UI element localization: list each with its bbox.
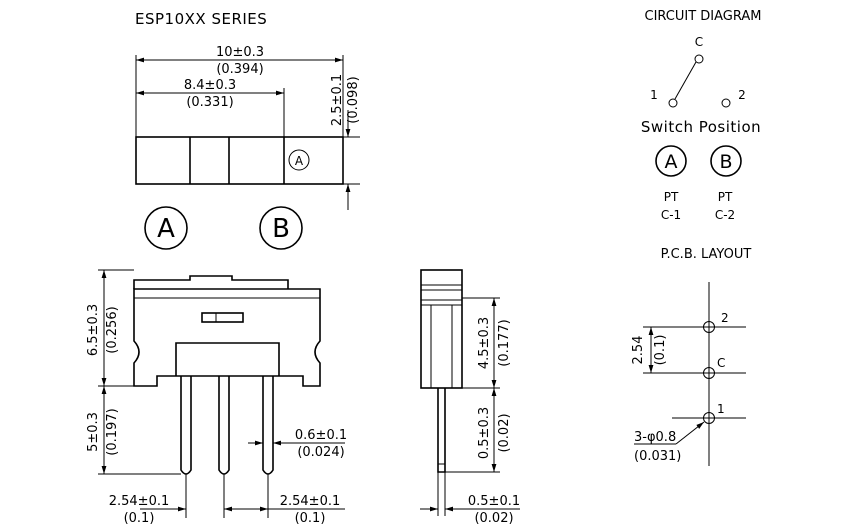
pos-a-label: A bbox=[665, 151, 678, 173]
hole-dim: 3-φ0.8 bbox=[634, 430, 676, 445]
front-height-in: (0.256) bbox=[105, 306, 120, 353]
pin-width-in: (0.024) bbox=[297, 445, 344, 460]
body-height-dim: 4.5±0.3 bbox=[477, 317, 492, 369]
side-labels: A B bbox=[144, 206, 303, 250]
front-height-dim: 6.5±0.3 bbox=[86, 304, 101, 356]
pitch-left-in: (0.1) bbox=[124, 511, 155, 526]
body-height-in: (0.177) bbox=[497, 319, 512, 366]
terminal-2 bbox=[721, 98, 731, 108]
side-b-circle bbox=[259, 206, 303, 250]
pcb-title: P.C.B. LAYOUT bbox=[661, 247, 752, 262]
pin-thick-dim: 0.5±0.1 bbox=[468, 494, 520, 509]
pin-thick-in: (0.02) bbox=[474, 511, 513, 526]
hole-c bbox=[703, 367, 715, 379]
pos-a-pt: PT bbox=[664, 190, 679, 204]
marker-a-label: A bbox=[295, 154, 304, 168]
pin1-label: 1 bbox=[650, 88, 658, 102]
pos-a-code: C-1 bbox=[661, 208, 681, 222]
common-label: C bbox=[695, 35, 703, 49]
circuit-diagram: CIRCUIT DIAGRAM C 1 2 Switch Position A … bbox=[641, 9, 762, 222]
pcb-pin2-label: 2 bbox=[721, 311, 729, 325]
pcb-pitch-in: (0.1) bbox=[653, 335, 668, 366]
pos-a-circle bbox=[655, 145, 687, 177]
switch-position-label: Switch Position bbox=[641, 118, 761, 136]
pin-height-dim: 0.5±0.3 bbox=[477, 407, 492, 459]
inner-width-in: (0.331) bbox=[186, 95, 233, 110]
pcb-layout: P.C.B. LAYOUT 2 C 1 2.54 (0.1) 3-φ0.8 (0… bbox=[631, 247, 751, 466]
hole-2 bbox=[703, 321, 715, 333]
pin-width-dim: 0.6±0.1 bbox=[295, 428, 347, 443]
hole-1 bbox=[703, 412, 715, 424]
top-view: 10±0.3 (0.394) 8.4±0.3 (0.331) A 2.5±0.1… bbox=[135, 45, 361, 210]
circuit-title: CIRCUIT DIAGRAM bbox=[645, 9, 762, 24]
pin-length-dim: 5±0.3 bbox=[86, 412, 101, 452]
pitch-right-in: (0.1) bbox=[295, 511, 326, 526]
overall-width-dim: 10±0.3 bbox=[216, 45, 264, 60]
pcb-pitch-dim: 2.54 bbox=[631, 336, 646, 365]
pin-length-in: (0.197) bbox=[105, 408, 120, 455]
hole-dim-in: (0.031) bbox=[634, 449, 681, 464]
height-dim: 2.5±0.1 bbox=[330, 74, 345, 126]
side-a-label: A bbox=[157, 214, 175, 244]
front-view: 6.5±0.3 (0.256) 5±0.3 (0.197) 0.6±0.1 (0… bbox=[86, 269, 347, 526]
pin-height-in: (0.02) bbox=[497, 413, 512, 452]
terminal-1 bbox=[668, 98, 678, 108]
height-in: (0.098) bbox=[346, 76, 361, 123]
pos-b-pt: PT bbox=[718, 190, 733, 204]
series-title: ESP10XX SERIES bbox=[135, 10, 267, 28]
end-view: 4.5±0.3 (0.177) 0.5±0.3 (0.02) 0.5±0.1 (… bbox=[420, 269, 520, 526]
pitch-right-dim: 2.54±0.1 bbox=[280, 494, 341, 509]
overall-width-in: (0.394) bbox=[216, 62, 263, 77]
pos-b-circle bbox=[710, 145, 742, 177]
side-a-circle bbox=[144, 206, 188, 250]
pcb-pinc-label: C bbox=[717, 356, 725, 370]
switch-lever bbox=[674, 61, 697, 100]
common-terminal bbox=[694, 54, 704, 64]
inner-width-dim: 8.4±0.3 bbox=[184, 78, 236, 93]
pos-b-label: B bbox=[719, 151, 732, 173]
side-b-label: B bbox=[272, 214, 290, 244]
pos-b-code: C-2 bbox=[715, 208, 735, 222]
pcb-pin1-label: 1 bbox=[717, 402, 725, 416]
pin2-label: 2 bbox=[738, 88, 746, 102]
pitch-left-dim: 2.54±0.1 bbox=[109, 494, 170, 509]
marker-a-circle bbox=[288, 149, 310, 171]
